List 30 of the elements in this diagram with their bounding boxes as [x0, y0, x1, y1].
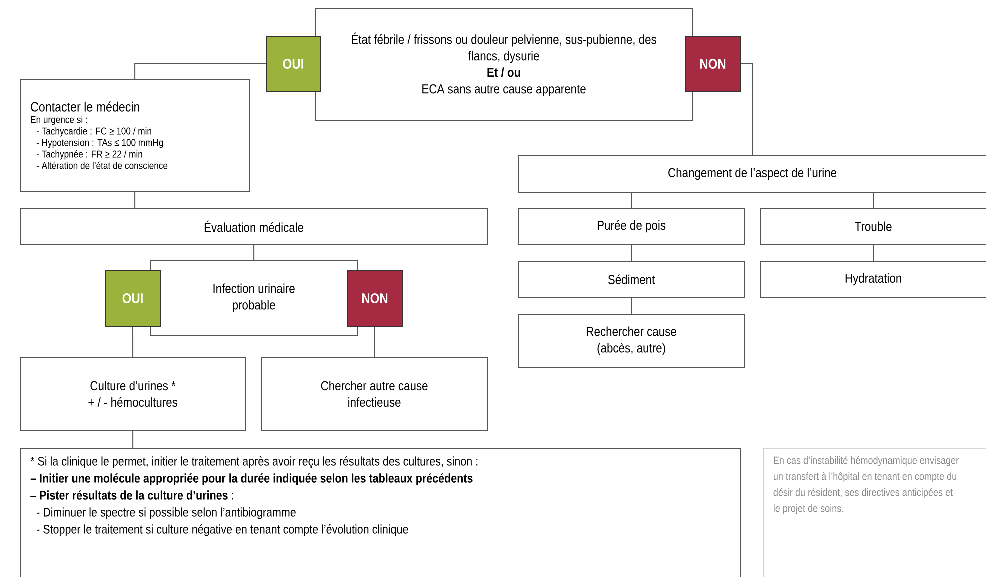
- process-box: Évaluation médicale: [20, 208, 488, 246]
- process-box: Rechercher cause (abcès, autre): [518, 314, 746, 368]
- yes-box: OUI: [266, 36, 321, 92]
- process-box: Sédiment: [518, 261, 746, 298]
- connector-line: [134, 192, 136, 208]
- connector-line: [631, 192, 632, 208]
- connector-line: [132, 326, 134, 358]
- side-note-box: En cas d’instabilité hémodynamique envisager un transfert à l’hôpital en tenant en compte du désir du résident, ses directives anticipées et le projet de soins.: [763, 448, 986, 577]
- connector-line: [132, 430, 134, 448]
- no-box: NON: [347, 270, 403, 327]
- connector-line: [873, 244, 874, 262]
- connector-line: [631, 244, 632, 262]
- yes-box: OUI: [105, 270, 161, 327]
- process-box: Culture d’urines * + / - hémocultures: [20, 357, 246, 432]
- connector-line: [254, 244, 255, 260]
- no-box: NON: [685, 36, 741, 92]
- connector-line: [134, 64, 266, 80]
- connector-line: [740, 64, 754, 156]
- process-box: Contacter le médecin En urgence si : - Tachycardie : FC ≥ 100 / min - Hypotension : TAs ≤ 100 mmHg - Tachypnée : FR ≥ 22 / min - Altération de l’état de conscience: [20, 79, 250, 192]
- connector-line: [631, 298, 632, 314]
- decision-box: Infection urinaire probable: [150, 260, 358, 336]
- process-box: Changement de l’aspect de l’urine: [518, 155, 986, 194]
- question-box: État fébrile / frissons ou douleur pelvienne, sus-pubienne, des flancs, dysurie Et / ou ECA sans autre cause apparente: [315, 8, 694, 122]
- process-box: Chercher autre cause infectieuse: [261, 357, 488, 432]
- note-box: * Si la clinique le permet, initier le traitement après avoir reçu les résultats des cultures, sinon : – Initier une molécule appropriée pour la durée indiquée selon les tableaux précédents – Pister résultats de la culture d’urines : - Diminuer le spectre si possible selon l’antibiogramme - Stopper le traitement si culture négative en tenant compte l’évolution clinique: [20, 448, 742, 577]
- connector-line: [873, 192, 874, 208]
- process-box: Hydratation: [760, 261, 986, 298]
- process-box: Trouble: [760, 208, 986, 246]
- process-box: Purée de pois: [518, 208, 746, 246]
- connector-line: [374, 326, 376, 358]
